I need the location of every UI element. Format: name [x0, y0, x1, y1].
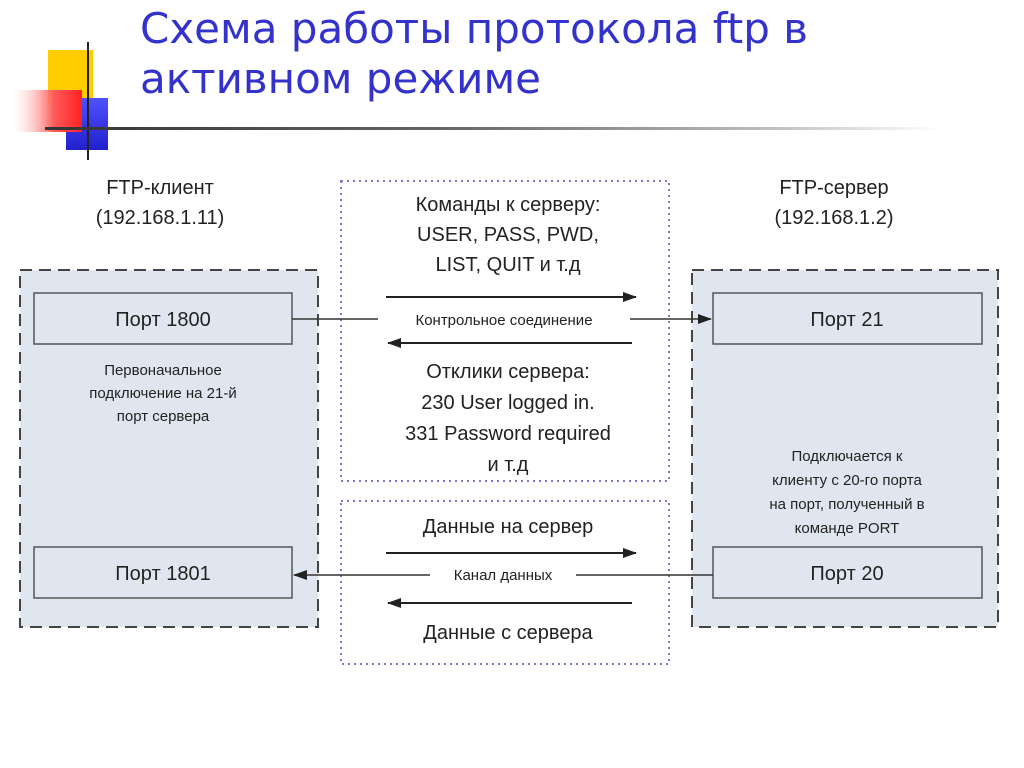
page-title: Схема работы протокола ftp в активном ре… — [140, 4, 1000, 103]
data-channel-label: Канал данных — [454, 567, 553, 584]
client-note-line-2: подключение на 21-й — [89, 385, 236, 402]
server-data-port-label: Порт 20 — [810, 563, 883, 585]
client-name: FTP-клиент — [106, 177, 214, 199]
server-note-line-2: клиенту с 20-го порта — [772, 472, 922, 489]
commands-line-1: Команды к серверу: — [416, 194, 601, 216]
client-control-port-box — [33, 292, 293, 345]
responses-line-3: 331 Password required — [405, 423, 611, 445]
logo-red-bar — [12, 90, 82, 132]
server-control-port-box — [712, 292, 983, 345]
data-channel-box — [340, 500, 670, 665]
responses-line-4: и т.д — [488, 454, 529, 476]
data-channel-label-bg — [430, 564, 576, 584]
control-connection-label: Контрольное соединение — [415, 312, 592, 329]
control-connection-label-bg — [378, 309, 630, 329]
server-ip: (192.168.1.2) — [775, 207, 894, 229]
server-note-line-1: Подключается к — [791, 448, 902, 465]
title-underline — [45, 127, 940, 130]
server-data-port-box — [712, 546, 983, 599]
commands-line-2: USER, PASS, PWD, — [417, 224, 599, 246]
control-channel-box — [340, 180, 670, 482]
responses-line-1: Отклики сервера: — [426, 361, 590, 383]
server-control-port-label: Порт 21 — [810, 309, 883, 331]
client-data-port-box — [33, 546, 293, 599]
page-title-line-2: активном режиме — [140, 53, 541, 103]
client-data-port-label: Порт 1801 — [115, 563, 210, 585]
responses-line-2: 230 User logged in. — [421, 392, 594, 414]
server-name: FTP-сервер — [779, 177, 888, 199]
client-ip: (192.168.1.11) — [96, 207, 225, 229]
commands-line-3: LIST, QUIT и т.д — [436, 254, 581, 276]
data-from-server-label: Данные с сервера — [423, 622, 593, 644]
server-note-line-4: команде PORT — [795, 520, 900, 537]
page-title-line-1: Схема работы протокола ftp в — [140, 4, 809, 53]
data-to-server-label: Данные на сервер — [423, 516, 593, 538]
client-note-line-3: порт сервера — [117, 408, 210, 425]
server-note-line-3: на порт, полученный в — [769, 496, 924, 513]
client-control-port-label: Порт 1800 — [115, 309, 210, 331]
client-note-line-1: Первоначальное — [104, 362, 222, 379]
